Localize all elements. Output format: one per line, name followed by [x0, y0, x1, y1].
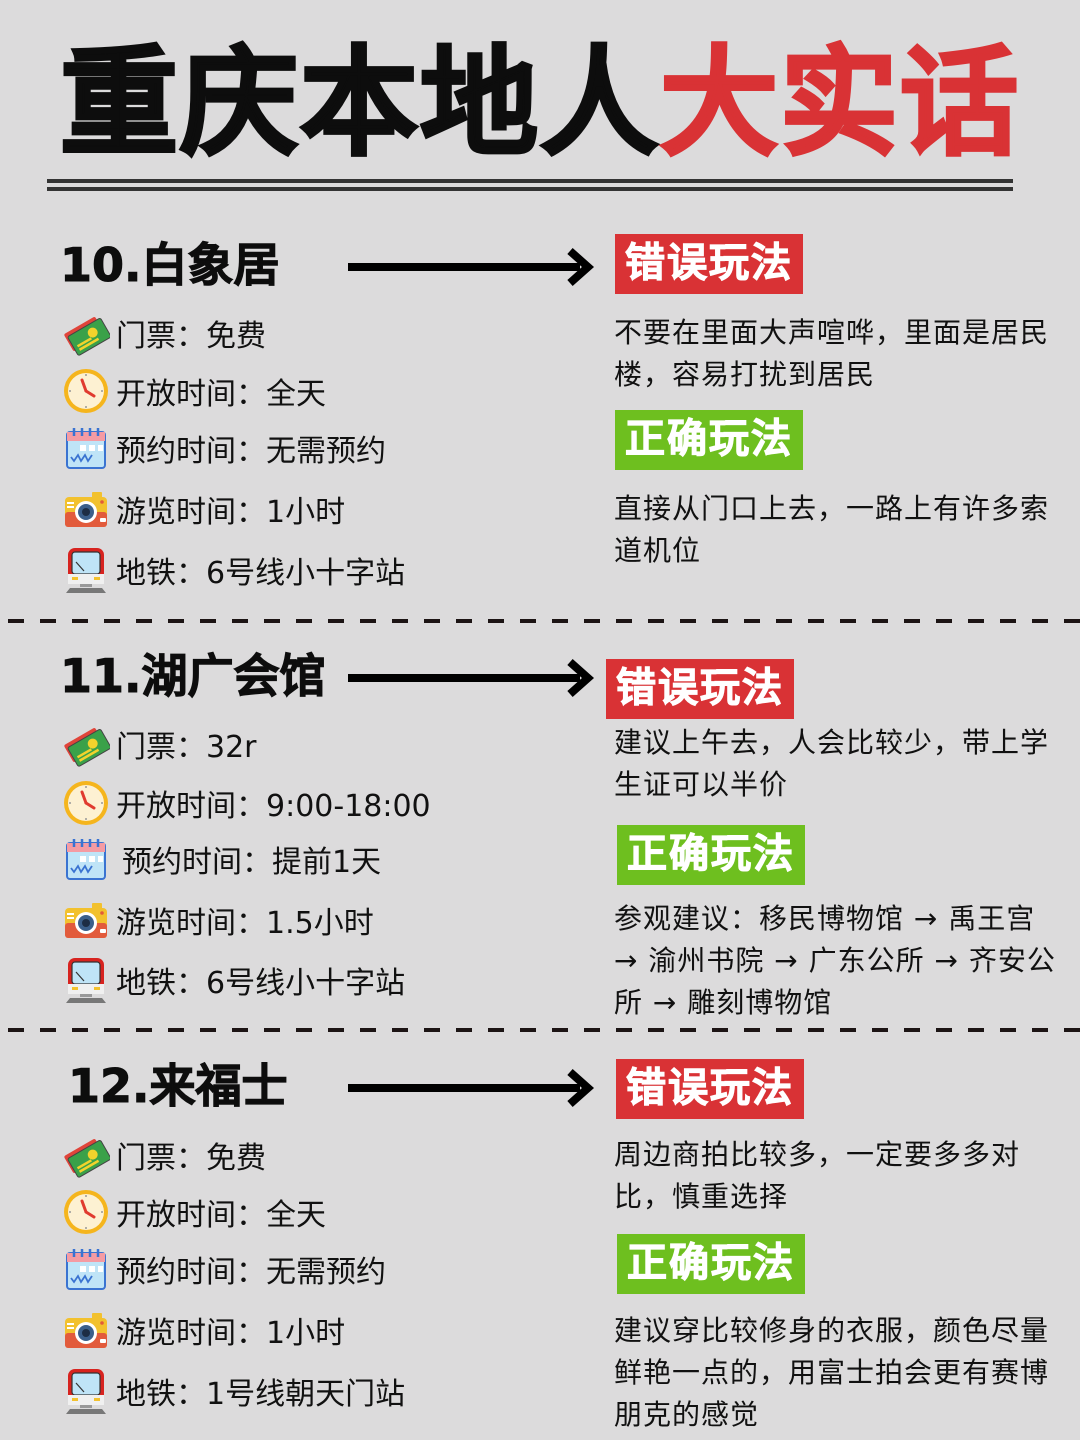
wrong-way-badge: 错误玩法	[606, 659, 794, 719]
clock-icon	[62, 367, 110, 415]
info-reservation: 预约时间：提前1天	[62, 834, 381, 884]
info-ticket: 门票：免费	[62, 1130, 266, 1180]
calendar-icon	[62, 1245, 110, 1293]
info-text: 预约时间：无需预约	[116, 434, 386, 469]
metro-train-icon	[62, 1367, 110, 1415]
info-text: 游览时间：1.5小时	[116, 906, 374, 941]
text-line: 鲜艳一点的，用富士拍会更有赛博	[614, 1356, 1050, 1389]
section-heading: 10.白象居	[60, 238, 280, 293]
text-line: 建议上午去，人会比较少，带上学	[614, 726, 1050, 759]
title-divider-top	[47, 179, 1013, 183]
text-line: 所 → 雕刻博物馆	[614, 986, 833, 1019]
info-opening-hours: 开放时间：全天	[62, 366, 326, 416]
info-text: 地铁：6号线小十字站	[116, 556, 406, 591]
calendar-icon	[62, 424, 110, 472]
clock-icon	[62, 1188, 110, 1236]
info-text: 开放时间：9:00-18:00	[116, 789, 431, 824]
info-metro: 地铁：6号线小十字站	[62, 545, 405, 595]
info-visit-duration: 游览时间：1小时	[62, 1305, 345, 1355]
text-line: 参观建议：移民博物馆 → 禹王宫	[614, 902, 1036, 935]
metro-train-icon	[62, 956, 110, 1004]
info-text: 门票：32r	[116, 730, 257, 765]
title-red-part: 大实话	[658, 33, 1021, 174]
title-divider-bottom	[47, 187, 1013, 191]
text-line: 周边商拍比较多，一定要多多对	[614, 1138, 1021, 1171]
right-way-badge: 正确玩法	[615, 410, 803, 470]
arrow-right-icon	[348, 247, 598, 287]
info-reservation: 预约时间：无需预约	[62, 1244, 386, 1294]
info-visit-duration: 游览时间：1.5小时	[62, 895, 374, 945]
text-line: 朋克的感觉	[614, 1398, 760, 1431]
text-line: 道机位	[614, 534, 702, 567]
arrow-right-icon	[348, 1068, 598, 1108]
info-text: 游览时间：1小时	[116, 1316, 346, 1351]
section-divider	[8, 1028, 1080, 1032]
text-line: 楼，容易打扰到居民	[614, 358, 876, 391]
right-way-text: 建议穿比较修身的衣服，颜色尽量 鲜艳一点的，用富士拍会更有赛博 朋克的感觉	[614, 1310, 1074, 1436]
info-text: 预约时间：无需预约	[116, 1255, 386, 1290]
wrong-way-text: 周边商拍比较多，一定要多多对 比，慎重选择	[614, 1134, 1074, 1218]
wrong-way-text: 建议上午去，人会比较少，带上学 生证可以半价	[614, 722, 1074, 806]
info-metro: 地铁：1号线朝天门站	[62, 1366, 405, 1416]
info-text: 地铁：6号线小十字站	[116, 966, 406, 1001]
info-reservation: 预约时间：无需预约	[62, 423, 386, 473]
wrong-way-badge: 错误玩法	[616, 1059, 804, 1119]
clock-icon	[62, 779, 110, 827]
info-text: 游览时间：1小时	[116, 495, 346, 530]
calendar-icon	[62, 835, 110, 883]
text-line: 比，慎重选择	[614, 1180, 789, 1213]
info-opening-hours: 开放时间：9:00-18:00	[62, 778, 431, 828]
ticket-icon	[62, 720, 110, 768]
right-way-text: 直接从门口上去，一路上有许多索 道机位	[614, 488, 1074, 572]
info-ticket: 门票：32r	[62, 719, 257, 769]
metro-train-icon	[62, 546, 110, 594]
text-line: 直接从门口上去，一路上有许多索	[614, 492, 1050, 525]
section-heading: 12.来福士	[68, 1059, 288, 1114]
ticket-icon	[62, 1131, 110, 1179]
text-line: 建议穿比较修身的衣服，颜色尽量	[614, 1314, 1050, 1347]
camera-icon	[62, 896, 110, 944]
info-visit-duration: 游览时间：1小时	[62, 484, 345, 534]
arrow-right-icon	[348, 658, 598, 698]
page-title: 重庆本地人大实话	[0, 28, 1080, 178]
info-text: 开放时间：全天	[116, 377, 326, 412]
right-way-text: 参观建议：移民博物馆 → 禹王宫 → 渝州书院 → 广东公所 → 齐安公 所 →…	[614, 898, 1074, 1024]
info-metro: 地铁：6号线小十字站	[62, 955, 405, 1005]
info-opening-hours: 开放时间：全天	[62, 1187, 326, 1237]
section-heading: 11.湖广会馆	[60, 649, 326, 704]
text-line: → 渝州书院 → 广东公所 → 齐安公	[614, 944, 1056, 977]
camera-icon	[62, 485, 110, 533]
section-divider	[8, 619, 1080, 623]
title-black-part: 重庆本地人	[58, 33, 660, 174]
camera-icon	[62, 1306, 110, 1354]
text-line: 不要在里面大声喧哗，里面是居民	[614, 316, 1050, 349]
text-line: 生证可以半价	[614, 768, 789, 801]
info-text: 地铁：1号线朝天门站	[116, 1377, 406, 1412]
info-text: 开放时间：全天	[116, 1198, 326, 1233]
info-text: 预约时间：提前1天	[122, 845, 382, 880]
info-ticket: 门票：免费	[62, 308, 266, 358]
right-way-badge: 正确玩法	[617, 1234, 805, 1294]
wrong-way-text: 不要在里面大声喧哗，里面是居民 楼，容易打扰到居民	[614, 312, 1074, 396]
right-way-badge: 正确玩法	[617, 825, 805, 885]
info-text: 门票：免费	[116, 319, 266, 354]
wrong-way-badge: 错误玩法	[615, 234, 803, 294]
ticket-icon	[62, 309, 110, 357]
info-text: 门票：免费	[116, 1141, 266, 1176]
